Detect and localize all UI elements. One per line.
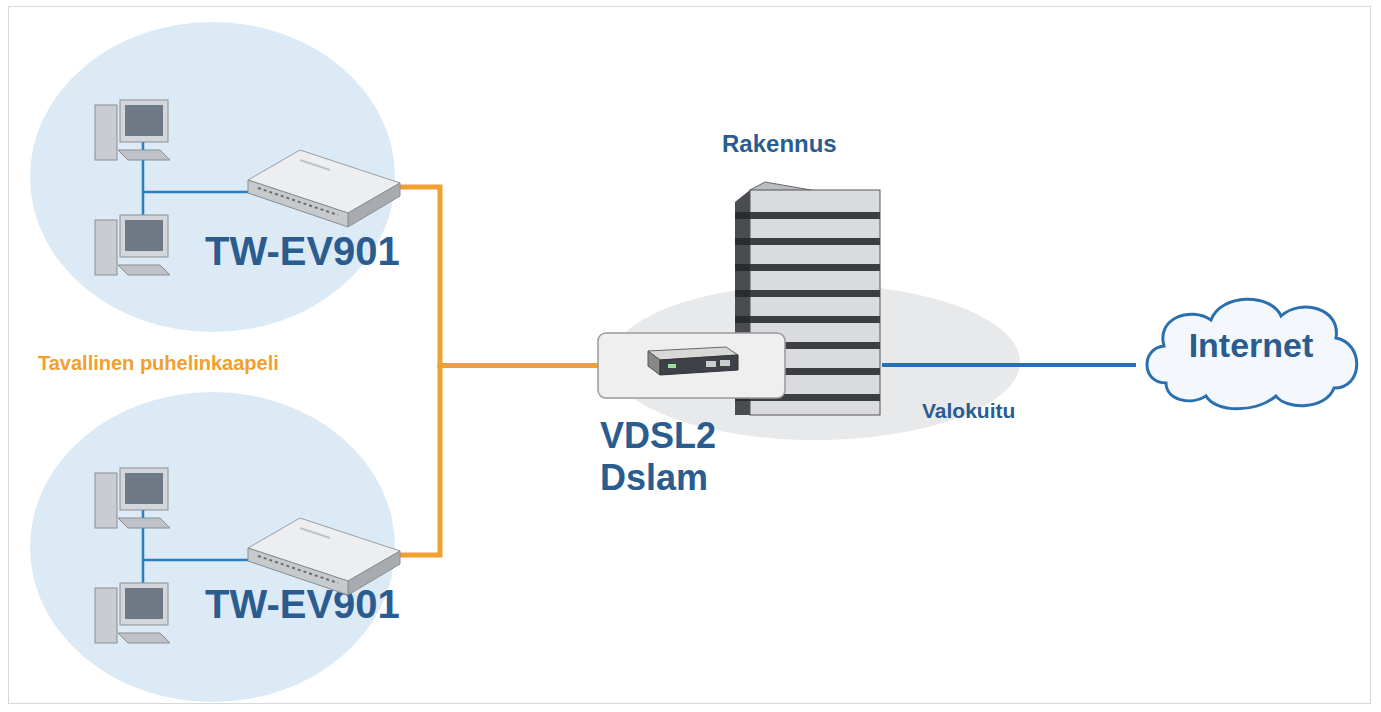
dslam-box: VDSL2 Dslam xyxy=(598,333,785,398)
lan-circle-outline xyxy=(30,22,395,332)
node-label: Internet xyxy=(1136,326,1366,365)
dslam-box-outline xyxy=(598,333,785,398)
phone-cable xyxy=(395,366,598,556)
dslam-icon xyxy=(648,347,738,375)
fiber-link xyxy=(882,363,1136,367)
node-label: Rakennus xyxy=(722,130,837,158)
internet-cloud: Internet xyxy=(1136,288,1366,413)
dslam-panel xyxy=(598,333,785,398)
building-drawing xyxy=(735,182,880,415)
cable-label: Tavallinen puhelinkaapeli xyxy=(38,352,279,375)
circle-fill xyxy=(30,392,395,702)
node-label: TW-EV901 xyxy=(205,229,400,274)
circle-fill xyxy=(30,22,395,332)
lan-circle: TW-EV901 xyxy=(30,392,395,702)
edge-label: Valokuitu xyxy=(922,399,1015,423)
lan-circle: TW-EV901 xyxy=(30,22,395,332)
lan-circle-outline xyxy=(30,392,395,702)
node-label: TW-EV901 xyxy=(205,582,400,627)
phone-cable xyxy=(395,187,598,366)
node-label: VDSL2 Dslam xyxy=(600,415,750,499)
